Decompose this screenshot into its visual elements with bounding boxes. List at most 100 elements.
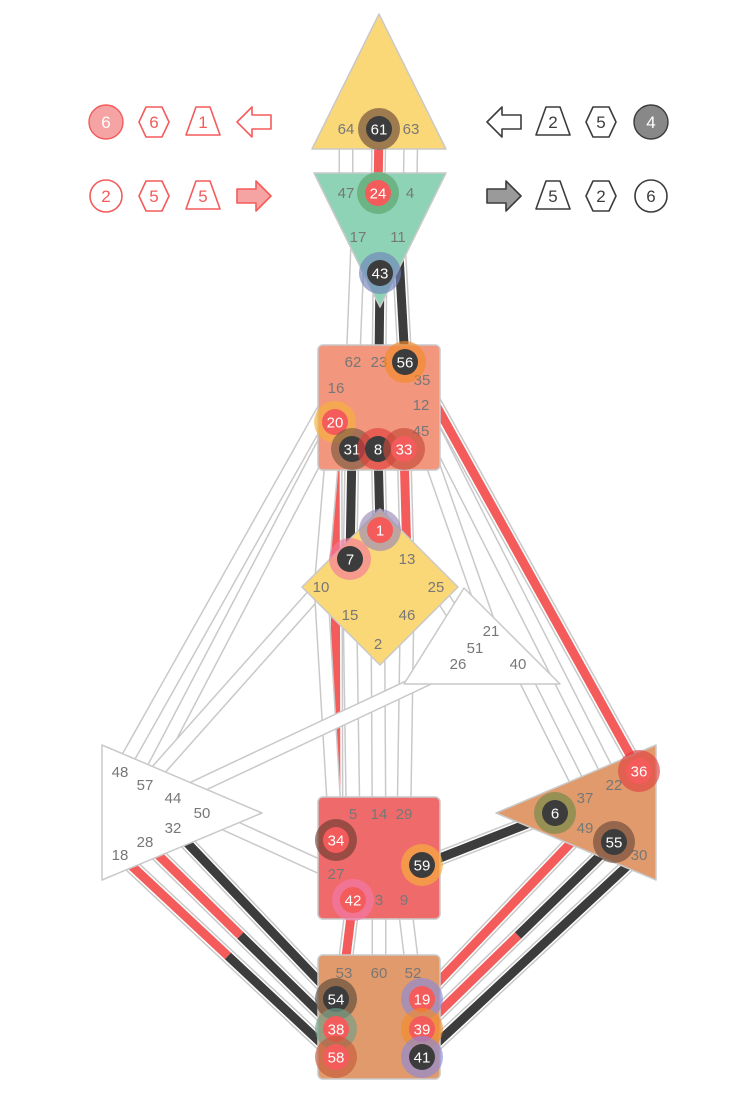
- design-legend-1-hexagon-icon: 6: [138, 106, 170, 138]
- gate-number: 6: [551, 806, 559, 823]
- legend-value: 5: [198, 187, 207, 206]
- channel-12-22: [414, 401, 621, 789]
- channel-30-41: [416, 849, 645, 1063]
- gate-3: 3: [375, 892, 383, 909]
- gate-51: 51: [467, 640, 484, 657]
- gate-dot: [323, 986, 349, 1012]
- gate-52: 52: [405, 965, 422, 982]
- personality-legend-5-trapezoid-icon: 5: [535, 180, 571, 210]
- gate-dot: [323, 1044, 349, 1070]
- gate-dot: [323, 827, 349, 853]
- gate-number: 31: [344, 442, 361, 459]
- gate-number: 36: [631, 764, 648, 781]
- gate-number: 54: [328, 992, 345, 1009]
- channel-49-19: [416, 822, 591, 1005]
- spleen-center: [101, 744, 263, 881]
- gate-46: 46: [399, 607, 416, 624]
- personality-legend-6-hexagon-icon: 2: [585, 180, 617, 212]
- channel-40-37: [511, 660, 592, 802]
- gate-21: 21: [483, 623, 500, 640]
- gate-number: 39: [414, 1022, 431, 1039]
- gate-number: 38: [328, 1022, 345, 1039]
- design-legend-6-trapezoid-icon: 5: [185, 180, 221, 210]
- channel-35-36: [415, 376, 646, 775]
- legend-value: 5: [548, 187, 557, 206]
- personality-legend-2-hexagon-icon: 5: [585, 106, 617, 138]
- gate-33-active: 33: [383, 428, 425, 470]
- personality-legend-7-circle-icon: 6: [634, 179, 668, 213]
- gate-1-active: 1: [359, 509, 401, 551]
- gate-16: 16: [328, 380, 345, 397]
- gate-dot: [340, 887, 366, 913]
- channels-layer: [113, 128, 646, 1063]
- gate-number: 41: [414, 1050, 431, 1067]
- gate-36-active: 36: [618, 750, 660, 792]
- gate-57: 57: [137, 777, 154, 794]
- gate-19-active: 19: [401, 978, 443, 1020]
- channel-28-38: [139, 836, 342, 1035]
- gate-dot: [409, 986, 435, 1012]
- channel-18-58: [114, 849, 342, 1063]
- gate-dot: [542, 800, 568, 826]
- design-legend-7-arrow-right-filled-icon: [236, 180, 272, 212]
- gate-dot: [367, 260, 393, 286]
- gate-15: 15: [342, 607, 359, 624]
- gate-number: 8: [374, 442, 382, 459]
- legend-value: 5: [596, 113, 605, 132]
- legend-value: 2: [101, 187, 110, 206]
- gate-27: 27: [328, 866, 345, 883]
- legend-value: 2: [596, 187, 605, 206]
- gate-dot: [409, 1016, 435, 1042]
- gate-43-active: 43: [359, 252, 401, 294]
- gate-number: 58: [328, 1050, 345, 1067]
- gate-number: 56: [397, 355, 414, 372]
- gate-23: 23: [371, 354, 388, 371]
- gate-dot: [601, 829, 627, 855]
- gate-number: 24: [370, 186, 387, 203]
- gate-25: 25: [428, 579, 445, 596]
- legend-value: 5: [149, 187, 158, 206]
- personality-legend-4-arrow-right-filled-icon: [486, 180, 522, 212]
- gate-dot: [366, 116, 392, 142]
- gate-14: 14: [371, 806, 388, 823]
- gate-28: 28: [137, 834, 154, 851]
- gate-55-active: 55: [593, 821, 635, 863]
- gate-63: 63: [403, 121, 420, 138]
- gate-24-active: 24: [357, 172, 399, 214]
- gate-41-active: 41: [401, 1036, 443, 1078]
- gate-dot: [323, 1016, 349, 1042]
- gate-40: 40: [510, 656, 527, 673]
- legend-value: 6: [101, 113, 110, 132]
- gate-number: 34: [328, 833, 345, 850]
- gate-44: 44: [165, 790, 182, 807]
- design-legend-3-arrow-left-outline-icon: [236, 106, 272, 138]
- gate-10: 10: [313, 579, 330, 596]
- gate-number: 55: [606, 835, 623, 852]
- design-legend-4-circle-icon: 2: [89, 179, 123, 213]
- gate-2: 2: [374, 636, 382, 653]
- channel-46-29: [396, 614, 415, 815]
- gate-17: 17: [350, 229, 367, 246]
- gate-37: 37: [577, 790, 594, 807]
- gate-dot: [409, 852, 435, 878]
- gate-number: 59: [414, 858, 431, 875]
- gate-26: 26: [450, 656, 467, 673]
- gate-dot: [392, 349, 418, 375]
- legend-value: 2: [548, 113, 557, 132]
- gate-number: 43: [372, 266, 389, 283]
- gate-number: 1: [376, 523, 384, 540]
- gate-50: 50: [194, 805, 211, 822]
- gate-60: 60: [371, 965, 388, 982]
- gate-30: 30: [631, 847, 648, 864]
- gate-47: 47: [338, 185, 355, 202]
- gate-dot: [391, 436, 417, 462]
- channel-26-44: [169, 657, 462, 805]
- gate-dot: [365, 180, 391, 206]
- gate-dot: [322, 409, 348, 435]
- legend-value: 4: [646, 113, 655, 132]
- design-legend-5-hexagon-icon: 5: [138, 180, 170, 212]
- design-legend-2-trapezoid-icon: 1: [185, 106, 221, 136]
